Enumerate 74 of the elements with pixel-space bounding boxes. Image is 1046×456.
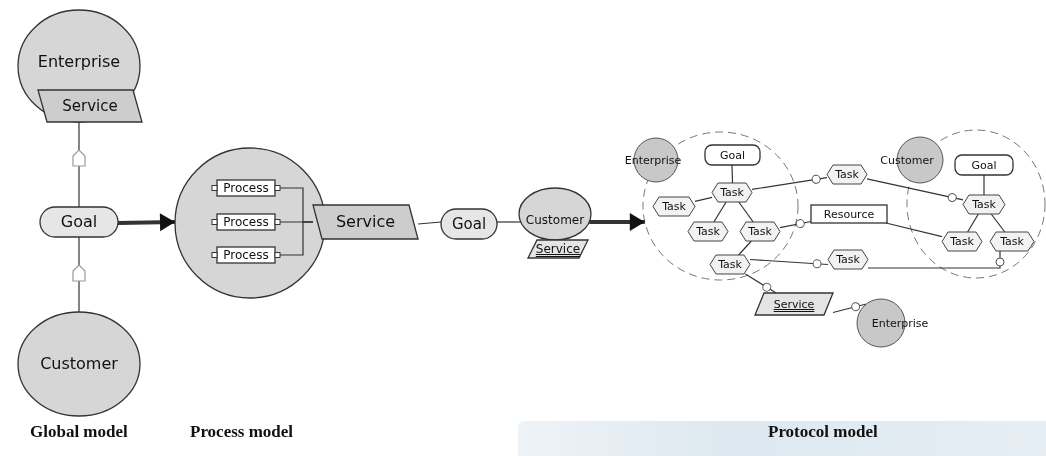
connector xyxy=(738,240,752,256)
node-label: Enterprise xyxy=(624,154,682,166)
node-label: Goal xyxy=(719,149,746,161)
node-label: Process xyxy=(223,249,269,261)
process-box xyxy=(212,214,280,230)
node-label: Service xyxy=(62,98,118,114)
goal-box xyxy=(705,145,760,165)
task-hexagon xyxy=(712,183,752,202)
panel-caption: Protocol model xyxy=(768,422,878,442)
node-label: Enterprise xyxy=(871,317,929,329)
node-label: Task xyxy=(972,199,996,210)
node-label: Task xyxy=(1000,236,1024,247)
node-label: Task xyxy=(720,187,744,198)
node-label: Task xyxy=(662,201,686,212)
connector xyxy=(744,273,777,294)
task-hexagon xyxy=(942,232,982,251)
connector xyxy=(867,250,1005,269)
node-label: Task xyxy=(748,226,772,237)
node-label: Customer xyxy=(880,154,934,166)
process-box xyxy=(212,180,280,196)
task-hexagon xyxy=(827,165,867,184)
node-label: Process xyxy=(223,216,269,228)
connector xyxy=(779,219,812,229)
connector xyxy=(417,221,442,225)
connector xyxy=(967,213,979,233)
connector xyxy=(694,196,713,202)
task-hexagon xyxy=(828,250,868,269)
task-hexagon xyxy=(653,197,695,216)
connector xyxy=(749,258,829,269)
process-box xyxy=(212,247,280,263)
node-label: Goal xyxy=(451,216,487,232)
task-hexagon xyxy=(990,232,1034,251)
node-label: Task xyxy=(836,254,860,265)
panel-caption: Global model xyxy=(30,422,128,442)
goal-pill xyxy=(441,209,497,239)
service-shape xyxy=(313,205,418,239)
goal-box xyxy=(955,155,1013,175)
connector xyxy=(72,121,86,208)
node-label: Task xyxy=(696,226,720,237)
empty-circle xyxy=(175,148,325,298)
node-label: Customer xyxy=(524,214,586,226)
node-label: Service xyxy=(535,243,581,255)
goal-pill xyxy=(40,207,118,237)
resource-box xyxy=(811,205,887,223)
connector xyxy=(713,201,727,223)
connector xyxy=(751,174,828,190)
node-label: Resource xyxy=(823,208,875,220)
connector xyxy=(738,201,754,223)
panel-caption: Process model xyxy=(190,422,294,442)
arrow xyxy=(589,213,645,231)
task-hexagon xyxy=(740,222,780,241)
connector xyxy=(72,236,86,313)
connector xyxy=(279,221,314,256)
task-hexagon xyxy=(710,255,750,274)
connector xyxy=(885,222,943,238)
node-label: Task xyxy=(950,236,974,247)
node-label: Service xyxy=(773,298,815,310)
node-label: Customer xyxy=(40,356,118,372)
node-label: Goal xyxy=(971,159,997,171)
role-circle xyxy=(18,312,140,416)
node-label: Service xyxy=(335,214,396,230)
connector xyxy=(983,174,985,196)
role-circle xyxy=(519,188,591,240)
connector xyxy=(866,178,964,203)
node-label: Task xyxy=(718,259,742,270)
connector xyxy=(990,213,1006,233)
node-label: Goal xyxy=(60,214,98,230)
node-label: Process xyxy=(223,182,269,194)
node-label: Task xyxy=(835,169,859,180)
service-shape xyxy=(755,293,833,315)
connector xyxy=(731,164,734,184)
task-hexagon xyxy=(963,195,1005,214)
task-hexagon xyxy=(688,222,728,241)
node-label: Enterprise xyxy=(36,54,122,70)
